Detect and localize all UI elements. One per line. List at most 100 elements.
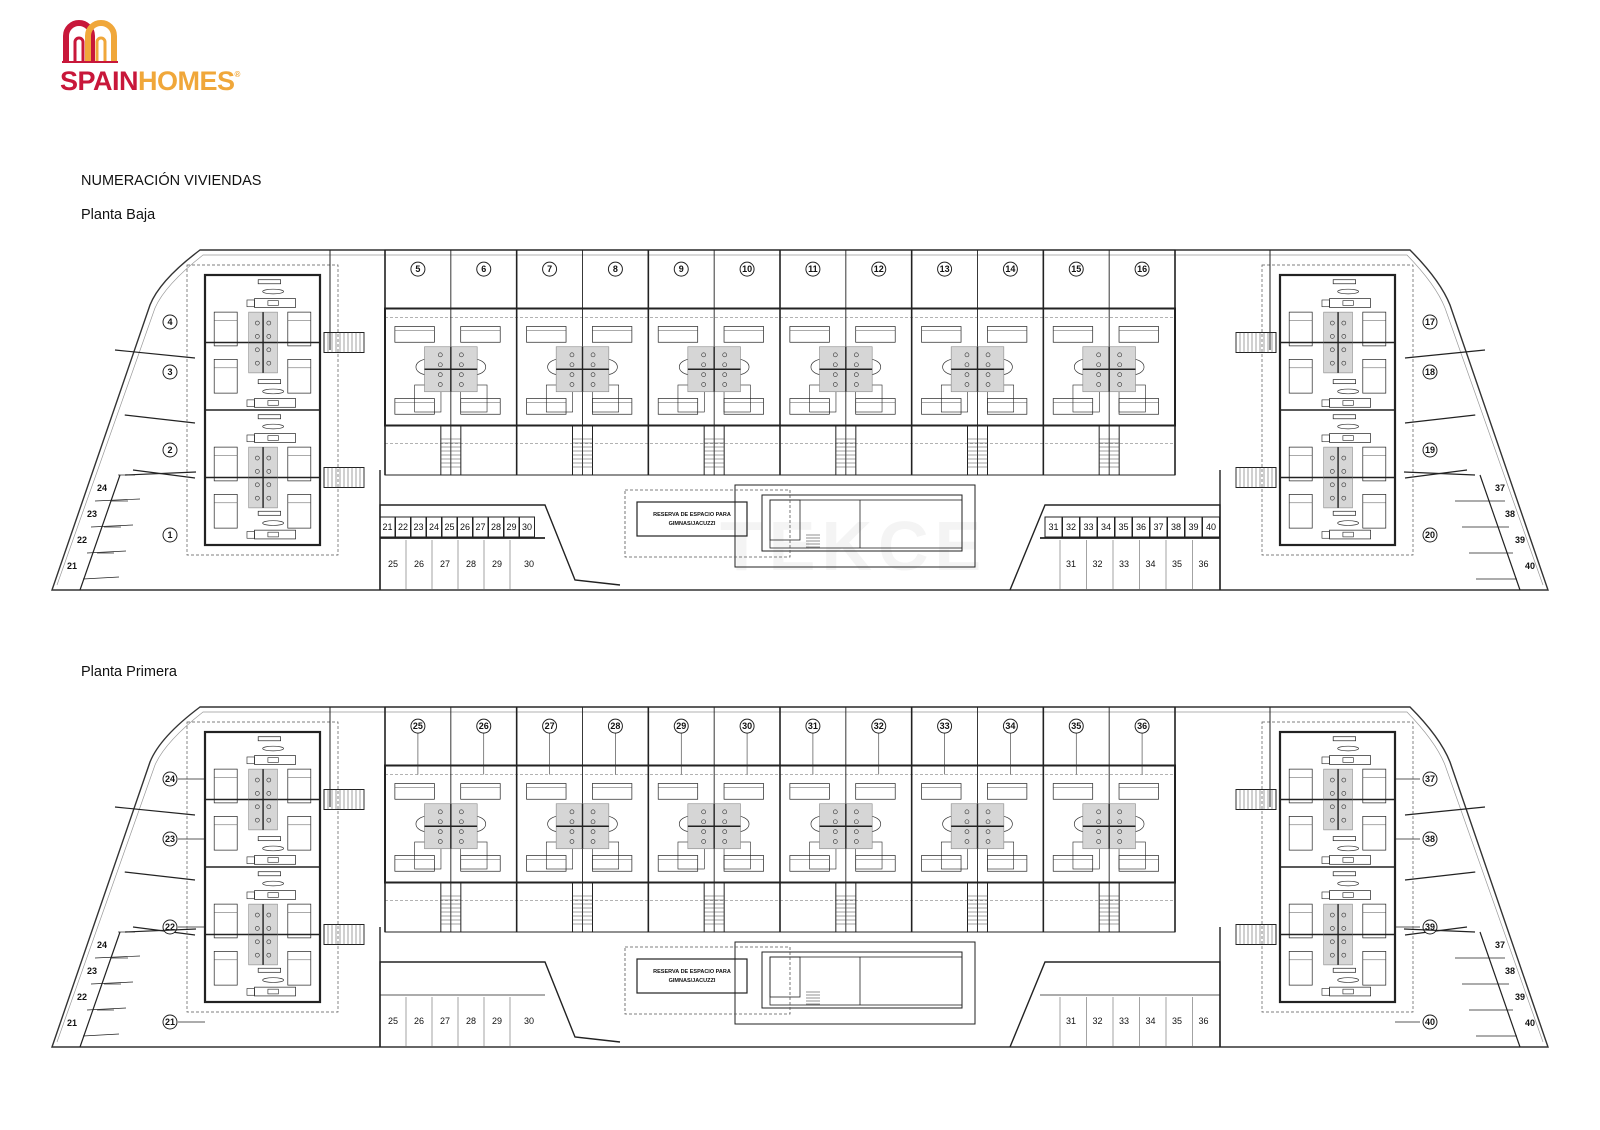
parking-space-27: 27	[440, 1016, 450, 1026]
unit-number: 32	[874, 721, 884, 731]
unit-33: 33	[910, 707, 968, 932]
parking-space-27: 27	[440, 559, 450, 569]
unit-number: 1	[167, 530, 172, 540]
unit-number: 24	[165, 774, 175, 784]
garden-storage-23: 23	[87, 509, 97, 519]
unit-number: 17	[1425, 317, 1435, 327]
right-apartment-block	[1235, 264, 1414, 556]
unit-29: 29	[647, 707, 705, 932]
brand-name: SPAINHOMES®	[60, 66, 240, 97]
unit-number: 19	[1425, 445, 1435, 455]
unit-number: 31	[808, 721, 818, 731]
left-unit-label-23: 23	[162, 831, 178, 847]
garden-storage-21: 21	[67, 1018, 77, 1028]
garden-storage-38: 38	[1505, 509, 1515, 519]
unit-number: 9	[679, 264, 684, 274]
unit-number: 15	[1071, 264, 1081, 274]
unit-label-34: 34	[1002, 718, 1018, 734]
unit-number: 23	[165, 834, 175, 844]
parking-space-32: 32	[1092, 1016, 1102, 1026]
unit-label-25: 25	[410, 718, 426, 734]
unit-label-28: 28	[607, 718, 623, 734]
garden-storage-23: 23	[87, 966, 97, 976]
left-unit-label-22: 22	[162, 919, 178, 935]
storage-29: 29	[506, 522, 516, 532]
storage-37: 37	[1153, 522, 1163, 532]
unit-label-13: 13	[937, 261, 953, 277]
unit-label-27: 27	[542, 718, 558, 734]
storage-38: 38	[1171, 522, 1181, 532]
garden-storage-37: 37	[1495, 940, 1505, 950]
unit-number: 8	[613, 264, 618, 274]
staircase	[1235, 467, 1277, 488]
unit-number: 16	[1137, 264, 1147, 274]
storage-28: 28	[491, 522, 501, 532]
unit-label-5: 5	[410, 261, 426, 277]
staircase	[835, 882, 857, 933]
right-unit-label-39: 39	[1422, 919, 1438, 935]
right-unit-label-20: 20	[1422, 527, 1438, 543]
parking-space-25: 25	[388, 1016, 398, 1026]
left-unit-label-4: 4	[162, 314, 178, 330]
unit-label-8: 8	[607, 261, 623, 277]
watermark: TEKCE	[720, 507, 987, 585]
unit-label-30: 30	[739, 718, 755, 734]
garden-storage-39: 39	[1515, 535, 1525, 545]
staircase	[1098, 882, 1120, 933]
parking-space-26: 26	[414, 559, 424, 569]
unit-number: 28	[610, 721, 620, 731]
unit-number: 35	[1071, 721, 1081, 731]
unit-number: 14	[1005, 264, 1015, 274]
registered-mark: ®	[234, 70, 241, 79]
unit-number: 40	[1425, 1017, 1435, 1027]
unit-label-15: 15	[1068, 261, 1084, 277]
staircase	[572, 425, 593, 476]
staircase	[440, 882, 462, 933]
parking-space-35: 35	[1172, 559, 1182, 569]
unit-label-32: 32	[871, 718, 887, 734]
storage-26: 26	[460, 522, 470, 532]
unit-label-29: 29	[673, 718, 689, 734]
right-unit-label-19: 19	[1422, 442, 1438, 458]
unit-label-16: 16	[1134, 261, 1150, 277]
storage-30: 30	[522, 522, 532, 532]
staircase	[323, 789, 365, 810]
parking-space-35: 35	[1172, 1016, 1182, 1026]
reserve-label-line1: RESERVA DE ESPACIO PARA	[653, 512, 731, 518]
parking-space-29: 29	[492, 1016, 502, 1026]
garden-storage-40: 40	[1525, 1018, 1535, 1028]
unit-number: 26	[479, 721, 489, 731]
parking-space-31: 31	[1066, 1016, 1076, 1026]
storage-21: 21	[382, 522, 392, 532]
left-unit-label-21: 21	[162, 1014, 178, 1030]
unit-label-11: 11	[805, 261, 821, 277]
garden-storage-21: 21	[67, 561, 77, 571]
garden-storage-38: 38	[1505, 966, 1515, 976]
unit-number: 29	[676, 721, 686, 731]
unit-number: 5	[415, 264, 420, 274]
unit-label-10: 10	[739, 261, 755, 277]
garden-storage-22: 22	[77, 992, 87, 1002]
parking-space-34: 34	[1145, 559, 1155, 569]
parking-space-30: 30	[524, 1016, 534, 1026]
right-unit-label-38: 38	[1422, 831, 1438, 847]
unit-number: 3	[167, 367, 172, 377]
left-apartment-block	[186, 721, 365, 1013]
storage-39: 39	[1188, 522, 1198, 532]
reserve-label-line2: GIMNAS/JACUZZI	[669, 978, 716, 984]
unit-number: 21	[165, 1017, 175, 1027]
unit-number: 25	[413, 721, 423, 731]
staircase	[572, 882, 593, 933]
unit-label-12: 12	[871, 261, 887, 277]
garden-storage-22: 22	[77, 535, 87, 545]
